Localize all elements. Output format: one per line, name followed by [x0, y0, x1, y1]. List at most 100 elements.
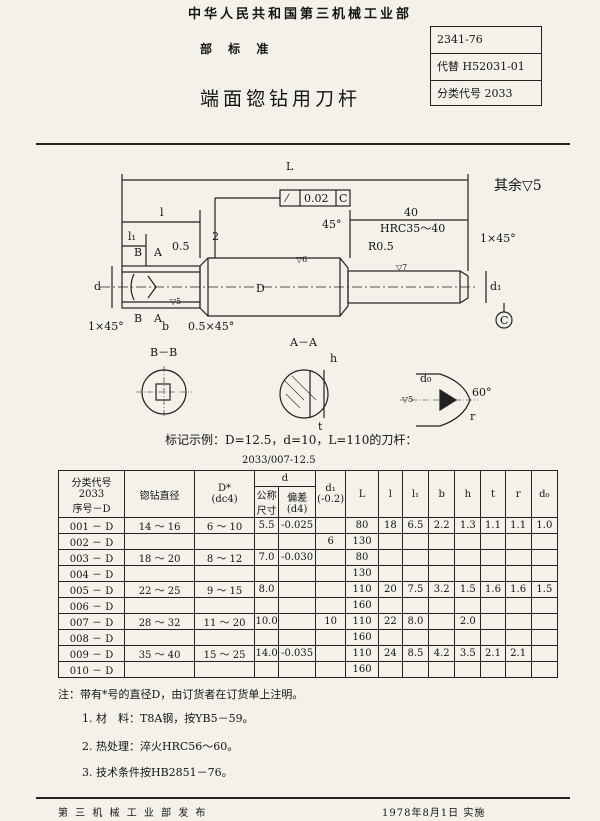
dim-2: 2 [212, 230, 219, 243]
table-cell [428, 629, 456, 646]
header-code: 分类代号 2033 序号－D [58, 470, 125, 518]
spec-table: 分类代号 2033 序号－D 锪钻直径 D* (dc4) d d₁ (-0.2)… [58, 470, 559, 678]
table-cell [278, 661, 316, 678]
table-cell: 10 [314, 613, 347, 630]
table-cell [377, 597, 403, 614]
table-cell: 007 － D [58, 613, 125, 630]
header-r: r [504, 470, 532, 518]
table-cell: 1.1 [480, 517, 506, 534]
table-cell [428, 565, 456, 582]
table-cell: 006 － D [58, 597, 125, 614]
table-cell [428, 549, 456, 566]
table-cell: 5.5 [253, 517, 280, 534]
angle-60: 60° [472, 386, 492, 399]
table-cell [401, 629, 430, 646]
table-cell: 14.0 [253, 645, 280, 662]
page-title: 端面锪钻用刀杆 [200, 88, 362, 110]
table-cell: 160 [345, 629, 379, 646]
label-r: r [470, 410, 476, 423]
table-cell [194, 533, 255, 550]
table-cell: 7.5 [401, 581, 430, 598]
table-cell: 7.0 [253, 549, 280, 566]
table-cell [428, 613, 456, 630]
table-cell [428, 533, 456, 550]
table-cell: 010 － D [58, 661, 125, 678]
table-cell [454, 661, 482, 678]
table-row: 008 － D 160 [58, 629, 559, 646]
angle-45: 45° [322, 218, 342, 231]
table-cell [428, 597, 456, 614]
table-cell [314, 565, 347, 582]
table-cell: 18 [377, 517, 403, 534]
table-cell [123, 629, 196, 646]
table-cell [504, 629, 532, 646]
label-b: b [162, 320, 169, 333]
table-cell [454, 629, 482, 646]
table-cell [194, 565, 255, 582]
label-B-top: B [134, 246, 142, 259]
table-cell: 008 － D [58, 629, 125, 646]
table-cell [194, 661, 255, 678]
table-cell: 1.1 [504, 517, 532, 534]
table-cell [530, 629, 559, 646]
table-cell: 110 [345, 645, 379, 662]
table-cell: 003 － D [58, 549, 125, 566]
table-cell: 009 － D [58, 645, 125, 662]
table-cell: -0.030 [278, 549, 316, 566]
table-cell: 004 － D [58, 565, 125, 582]
top-banner: 中华人民共和国第三机械工业部 [187, 7, 412, 22]
table-cell [454, 597, 482, 614]
table-cell [480, 549, 506, 566]
table-cell [253, 661, 280, 678]
table-cell: 10.0 [253, 613, 280, 630]
table-cell [253, 533, 280, 550]
table-cell: 4.2 [428, 645, 456, 662]
table-cell [480, 533, 506, 550]
table-cell: 160 [345, 597, 379, 614]
table-cell [504, 661, 532, 678]
chamfer-left: 1×45° [88, 320, 124, 333]
label-t: t [318, 420, 323, 433]
header-D: D* (dc4) [194, 470, 255, 518]
table-cell [278, 565, 316, 582]
table-cell: 3.2 [428, 581, 456, 598]
table-cell [314, 629, 347, 646]
header-rule [36, 143, 570, 145]
label-A-top: A [153, 246, 163, 259]
footer-date: 1978年8月1日 实施 [382, 808, 486, 819]
header-l1: l₁ [401, 470, 430, 518]
chamfer-right: 1×45° [480, 232, 516, 245]
table-cell [401, 661, 430, 678]
table-cell: 2.0 [454, 613, 482, 630]
table-cell: 80 [345, 517, 379, 534]
table-cell [454, 565, 482, 582]
table-cell: 15 ～ 25 [194, 645, 255, 662]
table-cell: 8.0 [253, 581, 280, 598]
footer-rule [36, 797, 570, 799]
category-code: 分类代号 2033 [437, 87, 513, 100]
code-number: 2341-76 [431, 27, 541, 54]
table-cell [504, 565, 532, 582]
table-cell: 11 ～ 20 [194, 613, 255, 630]
dim-L: L [286, 160, 294, 173]
table-cell [194, 597, 255, 614]
table-cell: 18 ～ 20 [123, 549, 196, 566]
table-cell [194, 629, 255, 646]
table-cell [314, 549, 347, 566]
dim-l: l [160, 206, 164, 219]
table-cell: 22 ～ 25 [123, 581, 196, 598]
note-asterisk: 注：带有*号的直径D，由订货者在订货单上注明。 [58, 688, 304, 701]
header-d1: d₁ (-0.2) [314, 470, 347, 518]
header-h: h [454, 470, 482, 518]
table-cell: 2.1 [480, 645, 506, 662]
table-cell [278, 629, 316, 646]
header-d0: d₀ [530, 470, 559, 518]
datum-C: C [500, 314, 508, 327]
roughness-7: ▽7 [396, 263, 407, 272]
hrc-label: HRC35～40 [380, 222, 445, 235]
table-cell [480, 565, 506, 582]
engineering-drawing: L l l₁ ⁄ 0.02 C 40 HRC35～40 45° R0.5 1×4… [88, 160, 542, 433]
